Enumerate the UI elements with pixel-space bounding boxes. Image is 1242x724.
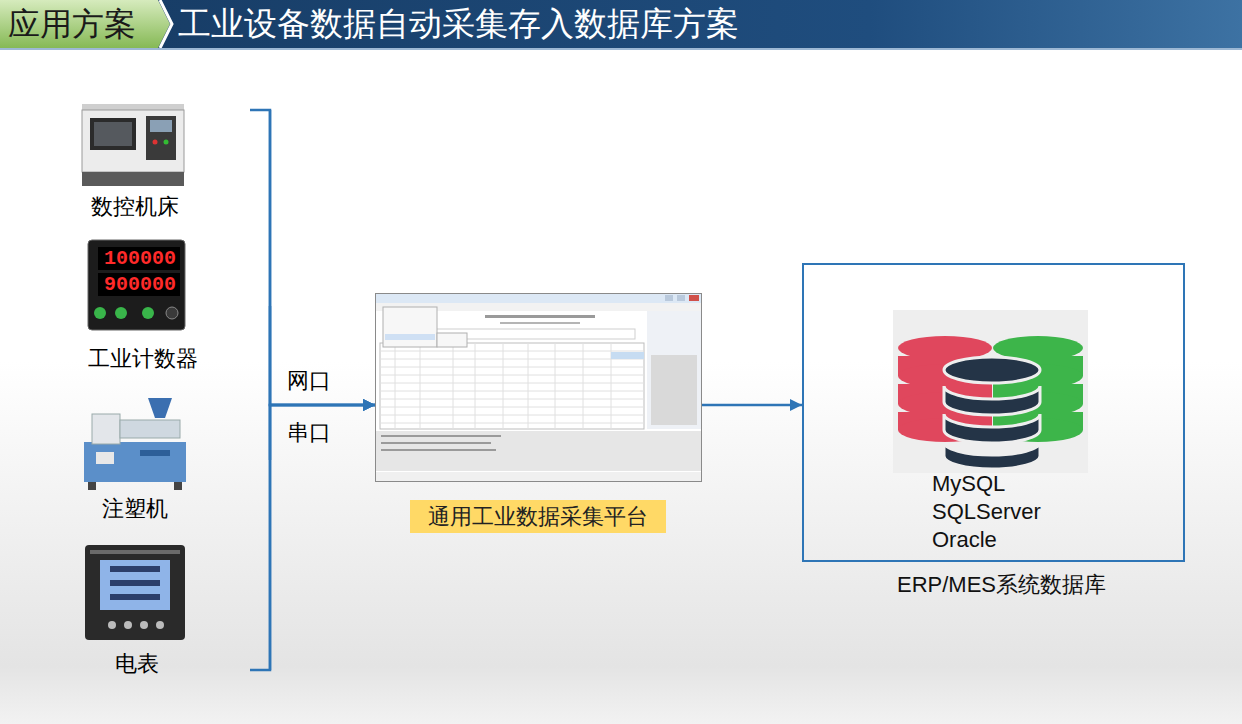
- port-label: 网口: [287, 368, 331, 394]
- database-name: MySQL: [932, 471, 1005, 497]
- connector-arrow: [270, 405, 375, 460]
- section-tab: 应用方案: [8, 4, 136, 44]
- database-name: SQLServer: [932, 499, 1041, 525]
- connector-arrow: [250, 110, 375, 405]
- device-name: 电表: [60, 651, 214, 677]
- counter-picture: [88, 240, 185, 330]
- device-name: 数控机床: [60, 194, 210, 220]
- database-picture: [893, 310, 1088, 473]
- device-name: 注塑机: [60, 496, 210, 522]
- database-name: Oracle: [932, 527, 997, 553]
- device-node: 数控机床: [60, 95, 250, 225]
- device-node: 注塑机: [60, 395, 270, 525]
- display-digits: 900000: [104, 275, 176, 295]
- database-node: MySQLSQLServerOracleERP/MES系统数据库: [802, 263, 1185, 603]
- platform-caption: 通用工业数据采集平台: [410, 500, 666, 533]
- device-node: 电表: [60, 540, 250, 680]
- display-digits: 100000: [104, 249, 176, 269]
- power-meter-picture: [85, 545, 185, 640]
- title-banner: [0, 0, 1242, 50]
- connector-arrow: [250, 405, 375, 670]
- connector-arrow: [270, 306, 375, 405]
- connector-arrow: [702, 404, 802, 407]
- injection-molder-picture: [84, 398, 186, 490]
- port-label: 串口: [287, 420, 331, 446]
- page-title: 工业设备数据自动采集存入数据库方案: [178, 4, 739, 44]
- platform-node: 通用工业数据采集平台: [375, 293, 702, 535]
- software-screenshot: [376, 294, 702, 482]
- device-node: 工业计数器: [60, 232, 270, 380]
- device-name: 工业计数器: [60, 346, 226, 372]
- cnc-machine-picture: [82, 104, 184, 186]
- database-caption: ERP/MES系统数据库: [897, 572, 1106, 598]
